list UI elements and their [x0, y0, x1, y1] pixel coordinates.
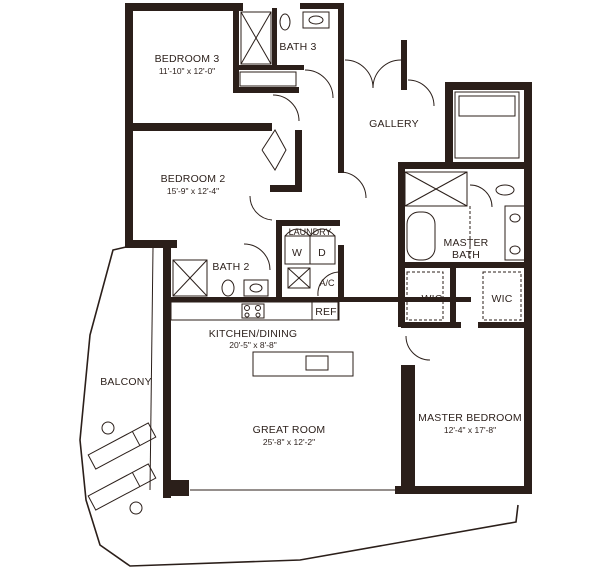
bath2-label: BATH 2 [212, 261, 249, 273]
balcony-label: BALCONY [100, 376, 152, 388]
master-bath-label-1: MASTER [444, 237, 489, 249]
bed [454, 91, 520, 159]
wic-right-label: WIC [491, 293, 512, 305]
kitchen-label: KITCHEN/DINING [209, 328, 298, 340]
doors [243, 59, 493, 361]
washer-label: W [292, 247, 302, 259]
laundry-fixtures [284, 228, 336, 265]
lounge-chairs [87, 421, 157, 515]
wic-left-label: WIC [421, 293, 442, 305]
bedroom2-label: BEDROOM 2 [161, 173, 226, 185]
bath3-fixtures [239, 11, 330, 87]
great-room-dims: 25'-8" x 12'-2" [263, 437, 315, 447]
balcony-outline [79, 246, 519, 567]
master-bedroom-label: MASTER BEDROOM [418, 412, 522, 424]
balcony-rail [149, 247, 154, 491]
gallery-label: GALLERY [369, 118, 419, 130]
kitchen-counter [170, 301, 354, 377]
ac-label: A/C [319, 278, 335, 288]
master-bedroom-dims: 12'-4" x 17'-8" [444, 425, 496, 435]
master-bath-fixtures [404, 171, 526, 261]
laundry-label: LAUNDRY [289, 227, 332, 237]
bedroom2-dims: 15'-9" x 12'-4" [167, 186, 219, 196]
master-bath-label-2: BATH [452, 249, 480, 261]
wic-shelves [406, 271, 522, 321]
great-room-label: GREAT ROOM [253, 424, 326, 436]
dryer-label: D [318, 247, 326, 259]
bath3-label: BATH 3 [279, 41, 316, 53]
bedroom3-dims: 11'-10" x 12'-0" [159, 66, 215, 76]
bath2-fixtures [172, 259, 269, 297]
windows [128, 15, 529, 491]
ac-unit [287, 267, 311, 289]
kitchen-dims: 20'-5" x 8'-8" [229, 340, 277, 350]
ref-label: REF [315, 306, 337, 318]
bedroom3-label: BEDROOM 3 [155, 53, 220, 65]
